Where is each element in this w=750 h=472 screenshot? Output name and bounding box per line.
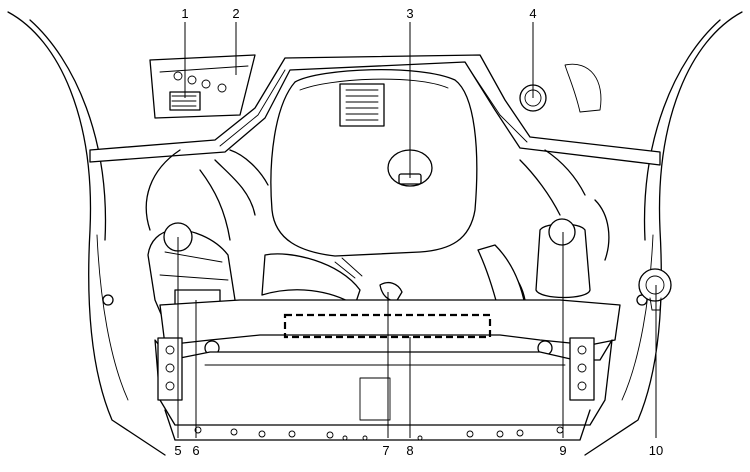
battery [149, 54, 256, 119]
callout-2: 2 [232, 6, 239, 21]
hoses-left [145, 149, 269, 241]
body-outline [7, 11, 743, 456]
callout-10: 10 [649, 443, 663, 458]
leader-lines [177, 22, 657, 438]
callout-1: 1 [181, 6, 188, 21]
callout-6: 6 [192, 443, 199, 458]
air-intake [261, 244, 526, 309]
callout-7: 7 [382, 443, 389, 458]
callout-8: 8 [406, 443, 413, 458]
callout-5: 5 [174, 443, 181, 458]
callout-9: 9 [559, 443, 566, 458]
cap-top-right [519, 63, 602, 113]
callout-3: 3 [406, 6, 413, 21]
cap-side-right [638, 268, 672, 311]
engine-cover [270, 68, 478, 257]
callout-4: 4 [529, 6, 536, 21]
callout-labels: 1 2 3 4 5 6 7 8 9 10 [174, 6, 663, 458]
radiator-support [154, 299, 621, 441]
strut-brace [89, 54, 661, 166]
